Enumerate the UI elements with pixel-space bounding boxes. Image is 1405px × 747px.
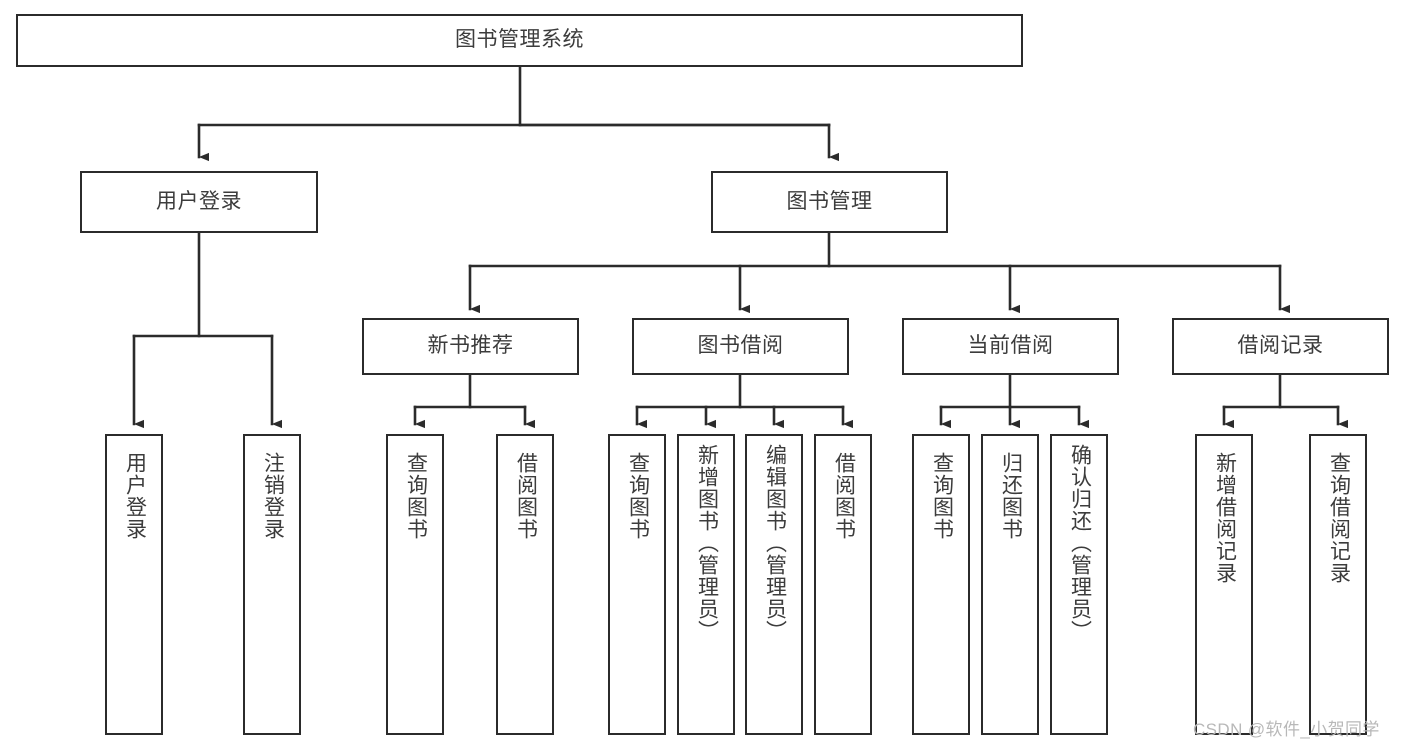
node-user-login[interactable]: 用户登录 bbox=[80, 171, 318, 233]
node-borrow-record-label: 借阅记录 bbox=[1237, 334, 1324, 358]
node-new-book-recommend-label: 新书推荐 bbox=[427, 334, 514, 358]
leaf-user-login-label: 用户登录 bbox=[123, 452, 147, 540]
leaf-query-book-2-label: 查询图书 bbox=[626, 452, 650, 540]
node-book-management[interactable]: 图书管理 bbox=[711, 171, 948, 233]
leaf-edit-book[interactable]: 编辑图书（管理员） bbox=[745, 434, 803, 735]
leaf-confirm-return-label: 确认归还（管理员） bbox=[1068, 444, 1092, 642]
leaf-logout-login-label: 注销登录 bbox=[261, 452, 285, 540]
node-current-borrow-label: 当前借阅 bbox=[967, 334, 1054, 358]
node-root[interactable]: 图书管理系统 bbox=[16, 14, 1023, 67]
leaf-edit-book-label: 编辑图书（管理员） bbox=[763, 444, 787, 642]
leaf-borrow-book-1-label: 借阅图书 bbox=[514, 452, 538, 540]
node-current-borrow[interactable]: 当前借阅 bbox=[902, 318, 1119, 375]
csdn-watermark: CSDN @软件_小贺同学 bbox=[1193, 720, 1380, 739]
node-book-management-label: 图书管理 bbox=[786, 189, 873, 213]
node-new-book-recommend[interactable]: 新书推荐 bbox=[362, 318, 579, 375]
leaf-add-record[interactable]: 新增借阅记录 bbox=[1195, 434, 1253, 735]
leaf-query-book-1-label: 查询图书 bbox=[404, 452, 428, 540]
leaf-add-book[interactable]: 新增图书（管理员） bbox=[677, 434, 735, 735]
leaf-query-book-2[interactable]: 查询图书 bbox=[608, 434, 666, 735]
leaf-logout-login[interactable]: 注销登录 bbox=[243, 434, 301, 735]
leaf-return-book-label: 归还图书 bbox=[999, 452, 1023, 540]
leaf-borrow-book-2[interactable]: 借阅图书 bbox=[814, 434, 872, 735]
leaf-add-book-label: 新增图书（管理员） bbox=[695, 444, 719, 642]
node-book-borrow-label: 图书借阅 bbox=[697, 334, 784, 358]
leaf-query-book-1[interactable]: 查询图书 bbox=[386, 434, 444, 735]
leaf-query-book-3[interactable]: 查询图书 bbox=[912, 434, 970, 735]
leaf-user-login[interactable]: 用户登录 bbox=[105, 434, 163, 735]
leaf-query-record-label: 查询借阅记录 bbox=[1327, 452, 1351, 584]
leaf-borrow-book-1[interactable]: 借阅图书 bbox=[496, 434, 554, 735]
leaf-return-book[interactable]: 归还图书 bbox=[981, 434, 1039, 735]
leaf-borrow-book-2-label: 借阅图书 bbox=[832, 452, 856, 540]
node-user-login-label: 用户登录 bbox=[156, 189, 242, 213]
leaf-confirm-return[interactable]: 确认归还（管理员） bbox=[1050, 434, 1108, 735]
leaf-add-record-label: 新增借阅记录 bbox=[1213, 452, 1237, 584]
node-borrow-record[interactable]: 借阅记录 bbox=[1172, 318, 1389, 375]
leaf-query-book-3-label: 查询图书 bbox=[930, 452, 954, 540]
node-book-borrow[interactable]: 图书借阅 bbox=[632, 318, 849, 375]
node-root-label: 图书管理系统 bbox=[455, 28, 584, 52]
leaf-query-record[interactable]: 查询借阅记录 bbox=[1309, 434, 1367, 735]
